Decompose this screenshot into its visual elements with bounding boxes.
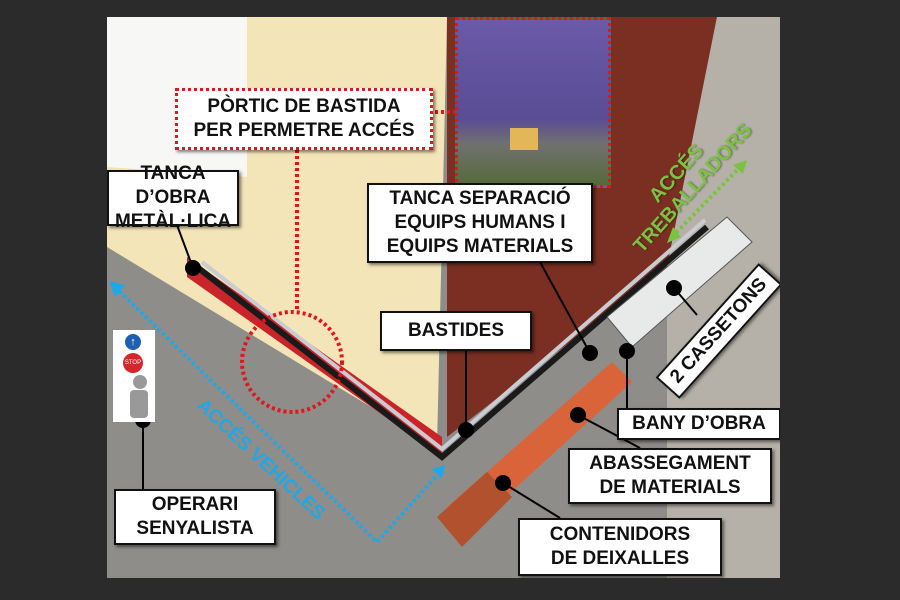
fence-inner: [200, 218, 707, 452]
label-text: EQUIPS HUMANS I: [394, 212, 566, 233]
green-arrowhead-icon: [733, 160, 747, 174]
label-text: BASTIDES: [407, 320, 505, 341]
label-abassegament: ABASSEGAMENT DE MATERIALS: [568, 448, 772, 504]
label-text: CONTENIDORS: [549, 524, 691, 545]
label-text: TANCA SEPARACIÓ: [389, 188, 571, 209]
label-text: DE DEIXALLES: [550, 548, 690, 569]
vehicle-access-path: [113, 285, 442, 545]
label-text: TANCA D’OBRA: [135, 163, 211, 208]
label-tanca-obra: TANCA D’OBRA METÀL·LICA: [107, 163, 239, 232]
green-arrowhead-icon: [667, 227, 681, 243]
site-illustration: [107, 17, 780, 578]
label-text: ABASSEGAMENT: [589, 453, 751, 474]
worker-access-path: [670, 163, 744, 239]
arrow-up-sign-icon: ↑: [125, 334, 141, 350]
fence-line: [195, 224, 709, 461]
label-text: EQUIPS MATERIALS: [386, 236, 574, 257]
label-bany: BANY D’OBRA: [617, 408, 780, 440]
label-text: METÀL·LICA: [114, 211, 232, 232]
label-portic: PÒRTIC DE BASTIDA PER PERMETRE ACCÉS: [175, 88, 433, 150]
construction-site-diagram: ↑ STOP PÒRTIC DE BASTIDA PER PERMETRE AC…: [107, 17, 780, 578]
person-body-icon: [130, 390, 148, 418]
person-head-icon: [133, 375, 147, 389]
label-text: PER PERMETRE ACCÉS: [193, 120, 415, 141]
label-bastides: BASTIDES: [380, 311, 532, 351]
cassetons-shape: [606, 216, 753, 348]
waste-containers: [437, 472, 512, 547]
portic-circle: [240, 310, 344, 414]
label-text: OPERARI: [151, 494, 239, 515]
blue-arrowhead-icon: [432, 465, 445, 479]
label-text: DE MATERIALS: [599, 477, 741, 498]
label-contenidors: CONTENIDORS DE DEIXALLES: [518, 518, 722, 576]
label-operari: OPERARI SENYALISTA: [114, 489, 276, 545]
scaffolding-portal-photo: [455, 17, 611, 188]
label-text: PÒRTIC DE BASTIDA: [207, 96, 401, 117]
signalman-icon: ↑ STOP: [113, 330, 155, 422]
label-text: BANY D’OBRA: [632, 413, 766, 434]
label-tanca-separacio: TANCA SEPARACIÓ EQUIPS HUMANS I EQUIPS M…: [367, 183, 593, 263]
photo-entrance: [510, 128, 538, 150]
stop-sign-icon: STOP: [123, 353, 143, 373]
label-text: SENYALISTA: [136, 518, 254, 539]
blue-arrowhead-icon: [109, 281, 125, 297]
